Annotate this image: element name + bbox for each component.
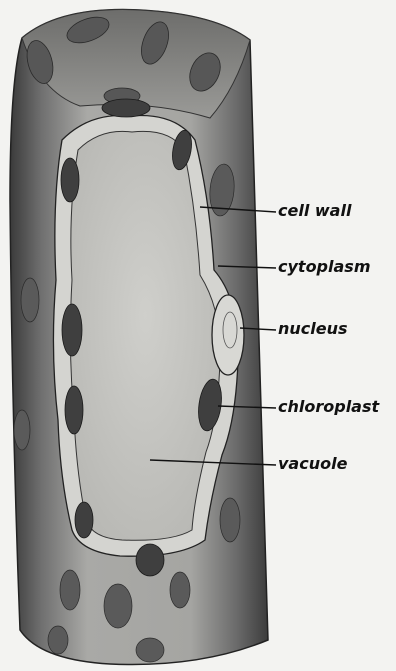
label-vacuole: vacuole <box>278 456 347 472</box>
label-cell-wall: cell wall <box>278 203 351 219</box>
label-cytoplasm: cytoplasm <box>278 259 370 275</box>
label-chloroplast: chloroplast <box>278 399 390 415</box>
nucleus <box>212 295 244 375</box>
label-nucleus: nucleus <box>278 321 348 337</box>
